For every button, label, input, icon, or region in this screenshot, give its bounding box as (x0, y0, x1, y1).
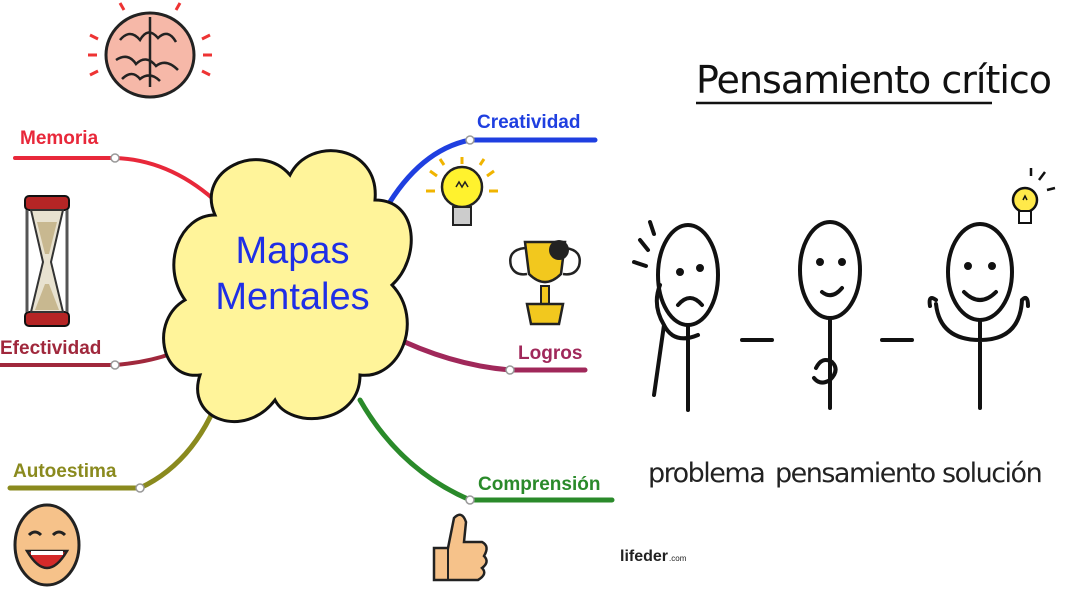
center-title-line1: Mapas (235, 230, 350, 272)
logo-suffix: .com (669, 554, 687, 563)
stage-label-thinking: pensamiento (775, 458, 936, 489)
center-title: Mapas Mentales (200, 228, 385, 320)
trophy-icon (509, 240, 581, 326)
mind-map-panel: Memoria Efectividad Autoestima Creativid… (0, 2, 615, 587)
stick-figure-problem (632, 220, 720, 412)
critical-thinking-graphic (632, 101, 1056, 412)
node-creatividad (465, 135, 475, 145)
branch-label-comprension: Comprensión (478, 474, 601, 495)
brain-icon (88, 2, 212, 99)
node-logros (505, 365, 515, 375)
branch-line-comprension (357, 397, 615, 503)
idea-bulb-icon (1011, 168, 1056, 224)
node-efectividad (110, 360, 120, 370)
branch-label-logros: Logros (518, 343, 583, 364)
thumbs-up-icon (432, 513, 488, 582)
lifeder-logo: lifeder.com (620, 548, 686, 566)
mind-map-graphic (0, 2, 615, 587)
cloud-shape (162, 149, 413, 424)
node-memoria (110, 153, 120, 163)
center-title-line2: Mentales (215, 276, 370, 318)
logo-brand: lifeder (620, 548, 669, 565)
stage-label-solution: solución (942, 458, 1043, 489)
branch-label-autoestima: Autoestima (13, 461, 117, 482)
branch-label-memoria: Memoria (20, 128, 99, 149)
critical-thinking-panel: Pensamiento crítico (620, 0, 1068, 600)
node-comprension (465, 495, 475, 505)
stick-figure-thinking (798, 220, 862, 410)
critical-thinking-title: Pensamiento crítico (696, 58, 1052, 102)
hourglass-icon (24, 195, 70, 327)
laughing-face-icon (13, 503, 81, 587)
stick-figure-solution (927, 222, 1030, 410)
light-bulb-icon (426, 157, 498, 226)
branch-label-efectividad: Efectividad (0, 338, 102, 359)
node-autoestima (135, 483, 145, 493)
branch-label-creatividad: Creatividad (477, 112, 581, 133)
stage-label-problem: problema (648, 458, 766, 489)
